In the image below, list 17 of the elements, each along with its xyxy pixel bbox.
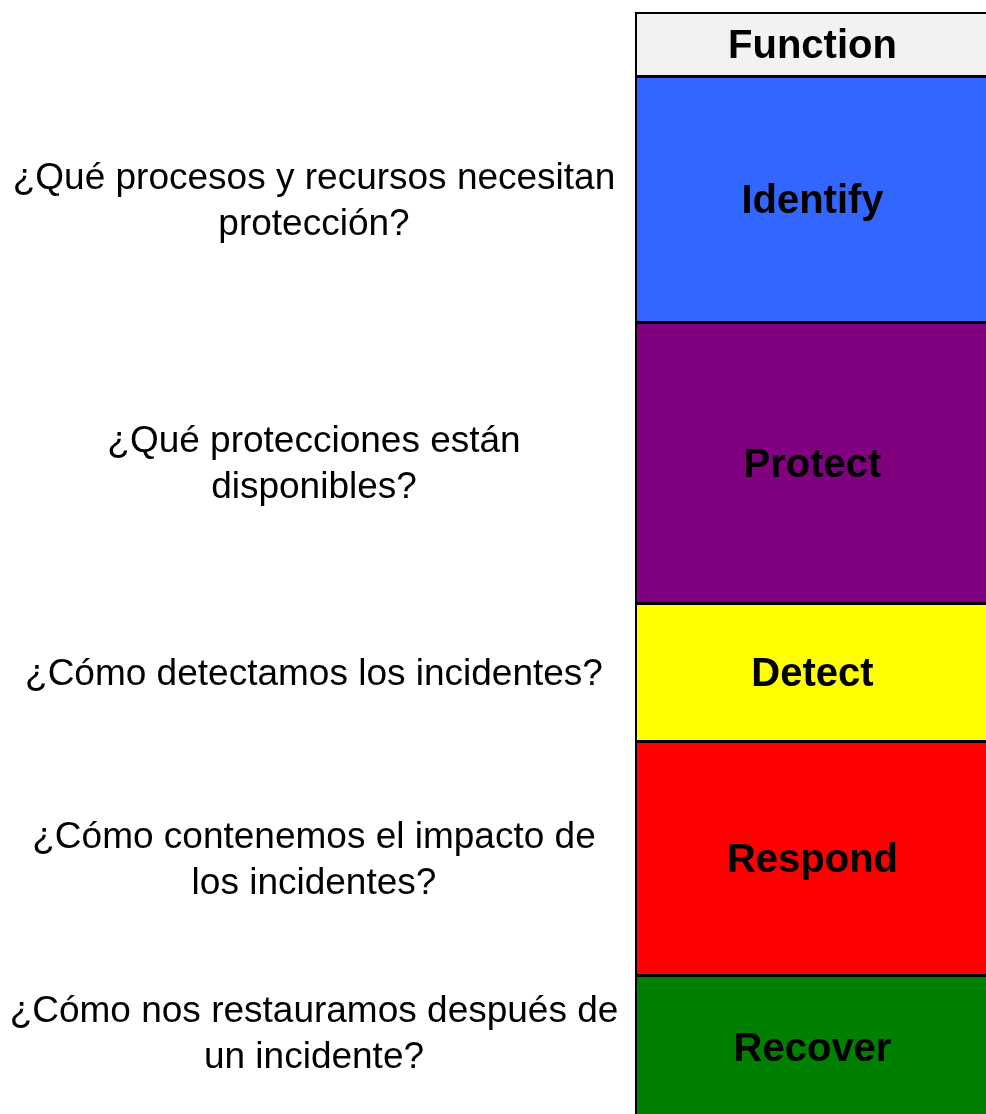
question-text: ¿Cómo contenemos el impacto de los incidentes? — [31, 813, 597, 904]
function-name: Protect — [743, 440, 882, 486]
question-text: ¿Qué protecciones están disponibles? — [106, 418, 522, 508]
column-heading: Function — [728, 22, 897, 67]
question-text: ¿Qué procesos y recursos necesitan protección? — [11, 154, 617, 245]
function-name: Detect — [751, 650, 874, 695]
function-name: Respond — [726, 836, 899, 881]
function-band — [635, 603, 986, 742]
header-cell — [635, 12, 986, 77]
function-band — [635, 322, 986, 604]
function-band — [635, 741, 986, 976]
question-text: ¿Cómo detectamos los incidentes? — [24, 650, 604, 695]
question-text: ¿Cómo nos restauramos después de un incidente? — [8, 987, 620, 1078]
function-band — [635, 975, 986, 1114]
function-band — [635, 76, 986, 323]
function-name: Identify — [741, 177, 884, 222]
function-name: Recover — [733, 1025, 892, 1070]
